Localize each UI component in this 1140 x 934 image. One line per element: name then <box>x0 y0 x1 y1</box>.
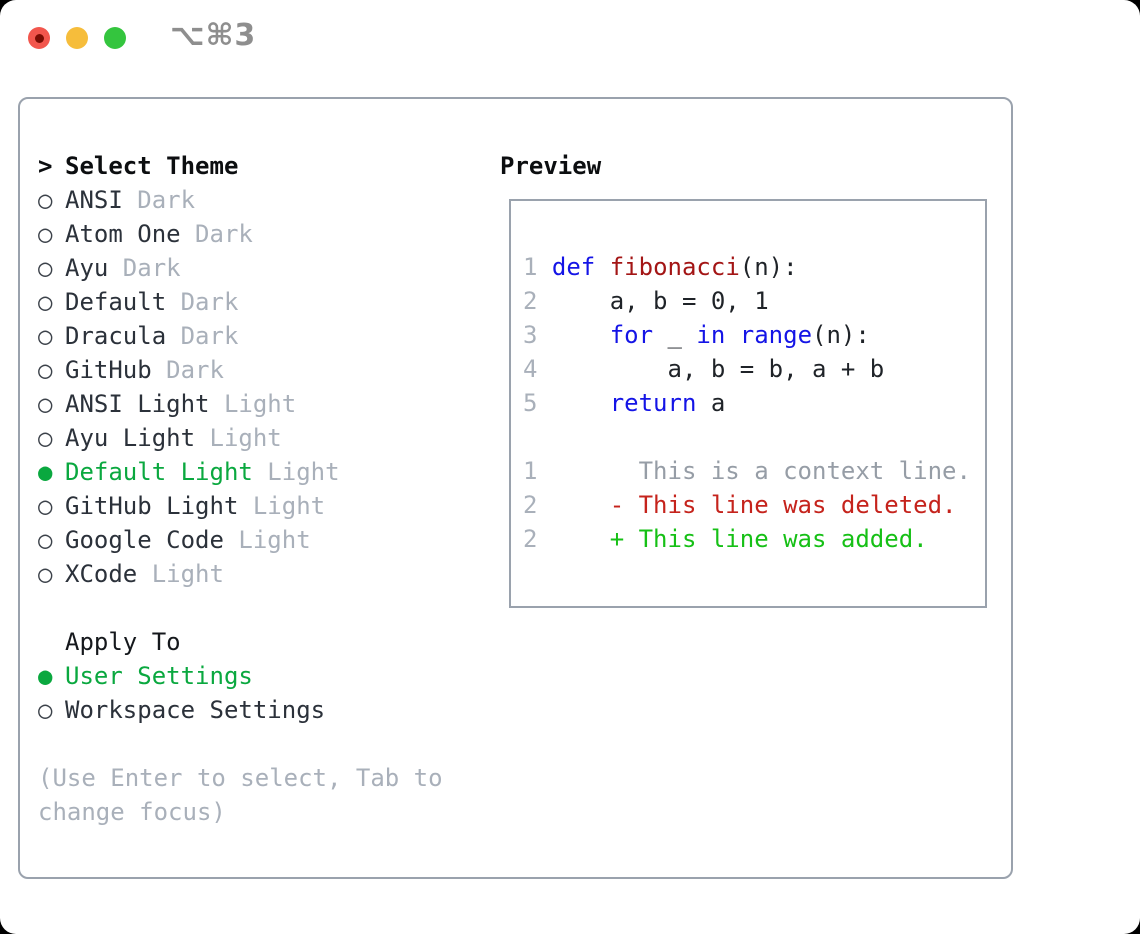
radio-unselected-icon: ○ <box>38 560 53 588</box>
theme-list: ○ ANSI Dark ○ Atom One Dark ○ Ayu Dark ○ Defaul… <box>38 183 443 591</box>
option-label: ANSI <box>65 186 123 214</box>
radio-unselected-icon: ○ <box>38 696 53 724</box>
preview-line: 3 for _ in range(n): <box>523 321 870 349</box>
option-label: XCode <box>65 560 138 588</box>
spacer <box>38 727 443 761</box>
radio-unselected-icon: ○ <box>38 526 53 554</box>
radio-unselected-icon: ○ <box>38 288 53 316</box>
theme-selector-pane: > Select Theme ○ANSI Dark○Atom One Dark○… <box>38 149 443 829</box>
option-label: ANSI Light <box>65 390 210 418</box>
focus-caret-icon: > <box>38 152 53 180</box>
option-label: Dracula <box>65 322 167 350</box>
preview-line: 2 a, b = 0, 1 <box>523 287 769 315</box>
option-variant-label: Dark <box>108 254 181 282</box>
preview-line <box>523 420 971 454</box>
theme-option[interactable]: ○ GitHub Dark <box>38 353 443 387</box>
option-label: Ayu <box>65 254 109 282</box>
theme-option[interactable]: ○ ANSI Dark <box>38 183 443 217</box>
option-variant-label: Light <box>195 424 282 452</box>
option-label: GitHub Light <box>65 492 239 520</box>
radio-unselected-icon: ○ <box>38 492 53 520</box>
radio-unselected-icon: ○ <box>38 424 53 452</box>
option-label: Atom One <box>65 220 181 248</box>
select-theme-title: Select Theme <box>65 152 239 180</box>
apply-to-list: ● User Settings ○ Workspace Settings <box>38 659 443 727</box>
preview-line: 5 return a <box>523 389 726 417</box>
radio-selected-icon: ● <box>38 662 53 690</box>
preview-title: Preview <box>500 152 602 180</box>
close-button[interactable] <box>28 27 50 49</box>
theme-option[interactable]: ○ Atom One Dark <box>38 217 443 251</box>
apply-to-option[interactable]: ○ Workspace Settings <box>38 693 443 727</box>
theme-option[interactable]: ○ GitHub Light Light <box>38 489 443 523</box>
radio-unselected-icon: ○ <box>38 322 53 350</box>
option-label: User Settings <box>65 662 253 690</box>
option-variant-label: Light <box>252 458 340 486</box>
preview-line: 2 + This line was added. <box>523 525 928 553</box>
theme-option[interactable]: ○ Google Code Light <box>38 523 443 557</box>
option-label: Ayu Light <box>65 424 196 452</box>
option-variant-label: Dark <box>166 288 239 316</box>
modified-indicator-icon <box>34 33 44 43</box>
radio-unselected-icon: ○ <box>38 390 53 418</box>
select-theme-header: > Select Theme <box>38 149 443 183</box>
radio-unselected-icon: ○ <box>38 220 53 248</box>
option-variant-label: Light <box>209 390 297 418</box>
option-variant-label: Light <box>137 560 224 588</box>
radio-unselected-icon: ○ <box>38 254 53 282</box>
minimize-button[interactable] <box>66 27 88 49</box>
option-variant-label: Light <box>238 492 326 520</box>
preview-box <box>509 199 987 608</box>
radio-unselected-icon: ○ <box>38 186 53 214</box>
theme-option[interactable]: ○ Dracula Dark <box>38 319 443 353</box>
theme-option[interactable]: ○ Ayu Dark <box>38 251 443 285</box>
option-variant-label: Light <box>223 526 311 554</box>
option-label: Default <box>65 288 167 316</box>
option-label: GitHub <box>65 356 152 384</box>
radio-selected-icon: ● <box>38 458 53 486</box>
theme-option[interactable]: ○ Default Dark <box>38 285 443 319</box>
option-variant-label: Dark <box>151 356 224 384</box>
hint-line-2: change focus) <box>38 798 226 826</box>
theme-option[interactable]: ○ ANSI Light Light <box>38 387 443 421</box>
radio-unselected-icon: ○ <box>38 356 53 384</box>
preview-line: 1 def fibonacci(n): <box>523 253 798 281</box>
apply-to-option[interactable]: ● User Settings <box>38 659 443 693</box>
option-label: Workspace Settings <box>65 696 326 724</box>
preview-line: 1 This is a context line. <box>523 457 971 485</box>
theme-option[interactable]: ● Default Light Light <box>38 455 443 489</box>
main-panel <box>18 97 1013 879</box>
apply-to-header: Apply To <box>38 625 443 659</box>
preview-line: 4 a, b = b, a + b <box>523 355 885 383</box>
spacer <box>38 591 443 625</box>
preview-code: 1 def fibonacci(n): 2 a, b = 0, 1 3 for _ … <box>523 250 971 556</box>
hint-line-1: (Use Enter to select, Tab to <box>38 764 443 792</box>
theme-option[interactable]: ○ XCode Light <box>38 557 443 591</box>
option-label: Default Light <box>65 458 253 486</box>
keyboard-shortcut-label: ⌥⌘3 <box>170 18 257 53</box>
option-label: Google Code <box>65 526 224 554</box>
option-variant-label: Dark <box>122 186 196 214</box>
zoom-button[interactable] <box>104 27 126 49</box>
theme-option[interactable]: ○ Ayu Light Light <box>38 421 443 455</box>
option-variant-label: Dark <box>166 322 239 350</box>
apply-to-title: Apply To <box>65 628 181 656</box>
preview-line: 2 - This line was deleted. <box>523 491 957 519</box>
option-variant-label: Dark <box>180 220 253 248</box>
